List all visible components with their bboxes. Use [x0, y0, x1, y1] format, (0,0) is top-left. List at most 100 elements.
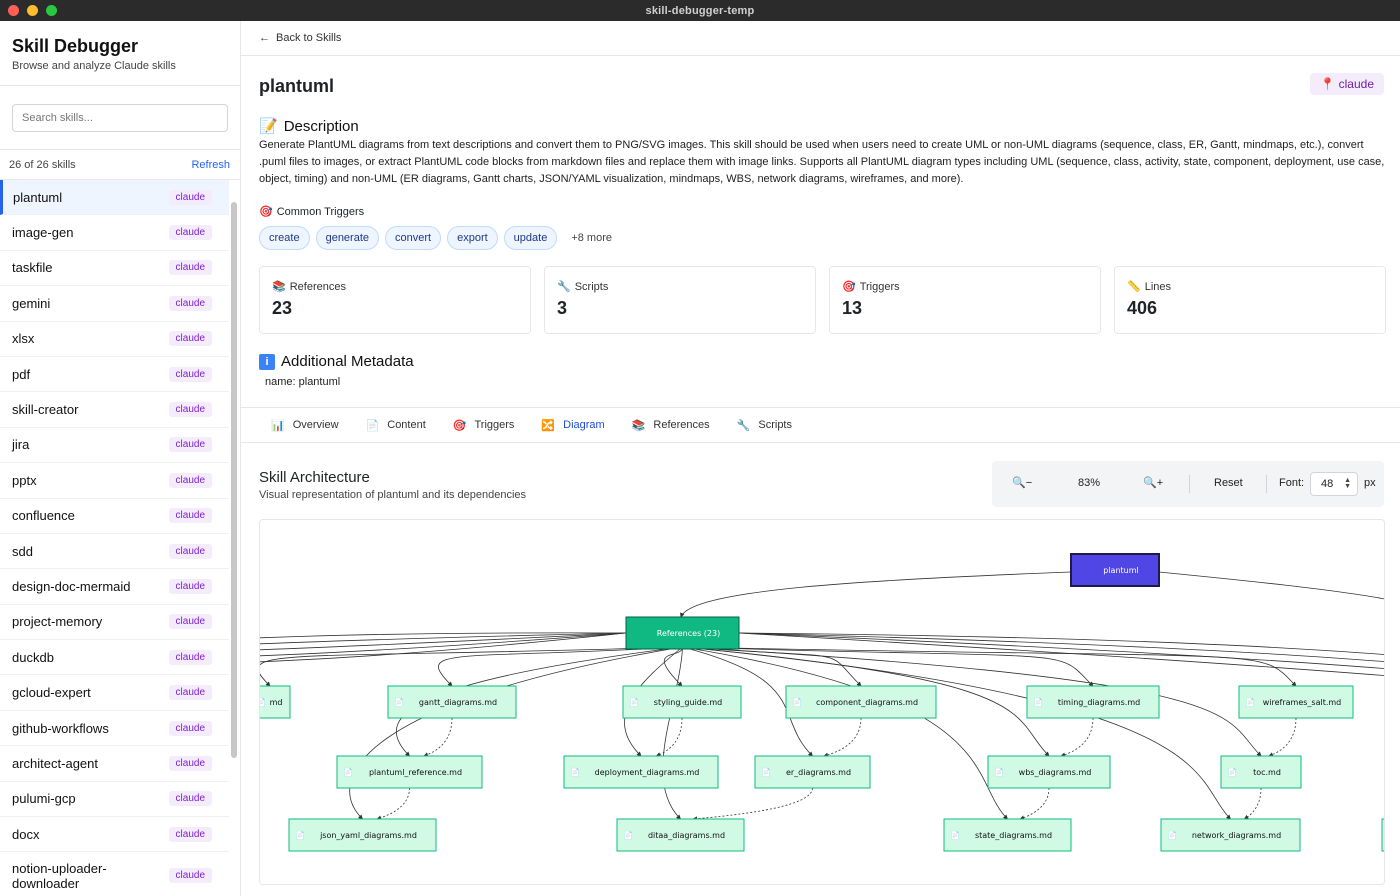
sidebar-item-label: notion-uploader-downloader: [12, 860, 107, 891]
trigger-chip[interactable]: update: [503, 226, 558, 250]
diagram-root-node[interactable]: plantuml: [1070, 553, 1160, 587]
search-input[interactable]: [12, 104, 228, 132]
trigger-chip[interactable]: convert: [385, 226, 442, 250]
diagram-edges: [260, 571, 1384, 822]
close-window-button[interactable]: [8, 5, 19, 16]
diagram-file-node[interactable]: styling_guide.md📄: [622, 685, 742, 719]
diagram-file-node[interactable]: json_yaml_diagrams.md📄: [288, 818, 437, 852]
tab-diagram[interactable]: 🔀Diagram: [541, 419, 604, 432]
trigger-chip[interactable]: create: [259, 226, 310, 250]
info-icon: i: [259, 353, 275, 370]
architecture-subtitle: Visual representation of plantuml and it…: [259, 489, 527, 501]
tab-content[interactable]: 📄Content: [366, 419, 426, 432]
diagram-file-node[interactable]: component_diagrams.md📄: [785, 685, 937, 719]
metadata-heading: i Additional Metadata: [259, 353, 414, 370]
metadata-text: name: plantuml: [265, 376, 341, 388]
wrench-icon: 🔧: [557, 281, 571, 293]
back-to-skills-link[interactable]: ← Back to Skills: [241, 21, 1400, 56]
refresh-button[interactable]: Refresh: [191, 158, 230, 171]
sidebar-header: Skill Debugger Browse and analyze Claude…: [0, 21, 240, 86]
page-icon: 📄: [1167, 830, 1177, 840]
diagram-file-node[interactable]: gantt_diagrams.md📄: [387, 685, 517, 719]
diagram-file-node[interactable]: state_diagrams.md📄: [943, 818, 1072, 852]
diagram-file-node[interactable]: network_diagrams.md📄: [1160, 818, 1301, 852]
page-icon: 📄: [295, 830, 305, 840]
diagram-file-node[interactable]: md📄: [260, 685, 291, 719]
diagram-file-node[interactable]: timing_diagrams.md📄: [1026, 685, 1160, 719]
source-badge: claude: [168, 295, 212, 311]
diagram-file-node-partial[interactable]: [1381, 818, 1385, 852]
more-triggers-link[interactable]: +8 more: [571, 232, 612, 244]
trigger-chip[interactable]: export: [447, 226, 498, 250]
source-badge: claude: [168, 189, 212, 205]
diagram-edge: [1060, 717, 1094, 758]
tab-overview[interactable]: 📊Overview: [271, 419, 339, 432]
diagram-file-node[interactable]: wireframes_salt.md📄: [1238, 685, 1354, 719]
page-icon: 📄: [260, 697, 266, 707]
diagram-file-node[interactable]: deployment_diagrams.md📄: [563, 755, 719, 789]
toolbar-divider: [1266, 475, 1267, 493]
diagram-file-node[interactable]: toc.md📄: [1220, 755, 1302, 789]
tab-label: Scripts: [758, 419, 792, 431]
zoom-in-button[interactable]: 🔍+: [1143, 477, 1164, 489]
page-icon: 📄: [792, 697, 802, 707]
tab-label: Triggers: [474, 419, 515, 431]
diagram-references-hub[interactable]: References (23): [625, 616, 740, 650]
source-badge: claude: [168, 402, 212, 418]
sidebar-item-label: design-doc-mermaid: [12, 578, 131, 594]
maximize-window-button[interactable]: [46, 5, 57, 16]
diagram-node-label: wireframes_salt.md: [1263, 698, 1342, 707]
diagram-file-node[interactable]: er_diagrams.md📄: [754, 755, 871, 789]
diagram-file-node[interactable]: ditaa_diagrams.md📄: [616, 818, 745, 852]
sidebar: Skill Debugger Browse and analyze Claude…: [0, 21, 241, 896]
reset-zoom-button[interactable]: Reset: [1214, 477, 1243, 489]
minimize-window-button[interactable]: [27, 5, 38, 16]
tab-scripts[interactable]: 🔧Scripts: [737, 419, 792, 432]
diagram-file-node[interactable]: wbs_diagrams.md📄: [987, 755, 1111, 789]
font-size-stepper[interactable]: 48 ▲▼: [1310, 472, 1358, 496]
sidebar-scrollbar[interactable]: [231, 202, 237, 758]
tab-triggers[interactable]: 🎯Triggers: [453, 419, 515, 432]
sidebar-item-label: pdf: [12, 366, 31, 382]
diagram-file-node[interactable]: plantuml_reference.md📄: [336, 755, 483, 789]
source-badge: claude: [168, 614, 212, 630]
diagram-edge: [682, 646, 1297, 687]
diagram-file-node-box: [1238, 685, 1354, 719]
diagram-edge: [260, 632, 627, 639]
diagram-node-label: ditaa_diagrams.md: [648, 831, 725, 840]
diagram-references-hub-box: [625, 616, 740, 650]
diagram-file-node-box: [336, 755, 483, 789]
tab-label: References: [653, 419, 710, 431]
description-heading: 📝 Description: [259, 117, 359, 136]
diagram-edge: [260, 632, 627, 657]
stepper-arrows-icon[interactable]: ▲▼: [1344, 477, 1351, 490]
zoom-out-button[interactable]: 🔍−: [1012, 477, 1033, 489]
diagram-edge: [682, 646, 1262, 757]
diagram-edge: [1268, 717, 1297, 757]
trigger-chip[interactable]: generate: [315, 226, 380, 250]
tab-references[interactable]: 📚References: [632, 419, 710, 432]
